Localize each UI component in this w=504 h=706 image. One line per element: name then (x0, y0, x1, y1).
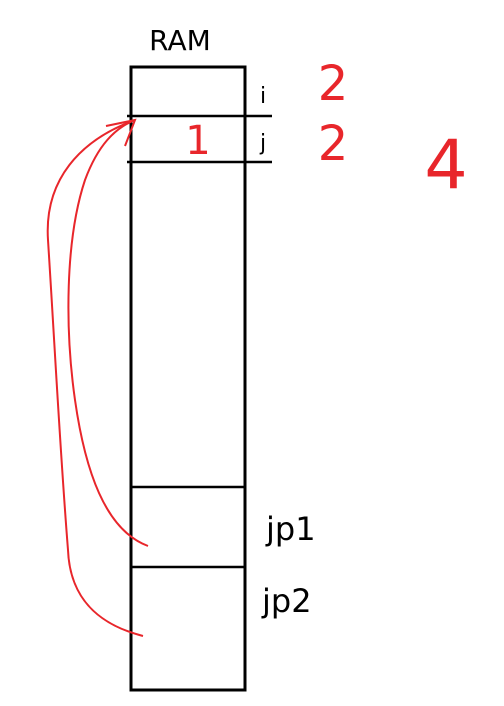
value-i: 2 (318, 56, 349, 112)
label-jp1: jp1 (265, 510, 316, 548)
arrowhead-icon (105, 118, 137, 147)
label-jp2: jp2 (261, 582, 312, 620)
pointer-arrow-jp1 (67, 119, 149, 547)
value-j-in-cell: 1 (185, 118, 210, 164)
ram-title: RAM (149, 24, 211, 57)
label-i: i (260, 84, 266, 109)
value-j: 2 (318, 116, 349, 172)
pointer-arrow-jp2 (46, 119, 144, 637)
side-note-value: 4 (424, 126, 467, 205)
label-j: j (259, 131, 266, 156)
ram-column (129, 65, 247, 692)
